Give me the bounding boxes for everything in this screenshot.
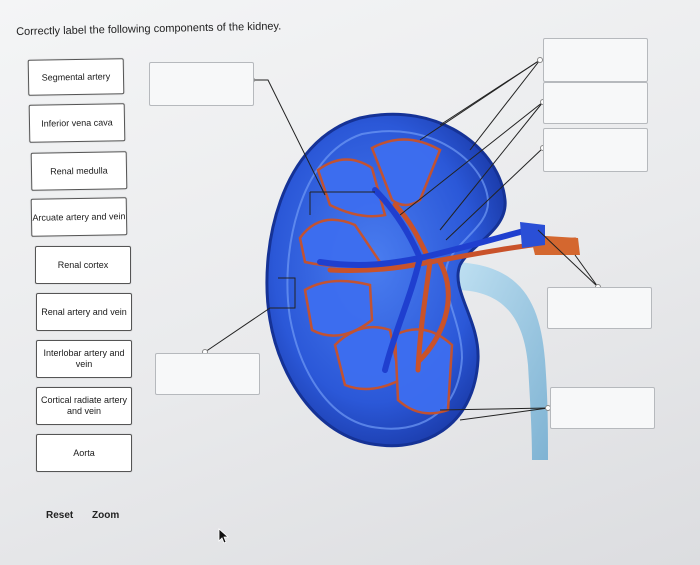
- reset-button[interactable]: Reset: [46, 510, 74, 521]
- drop-target-4[interactable]: [543, 128, 648, 172]
- leader-pin: [537, 57, 543, 63]
- drop-target-3[interactable]: [543, 82, 648, 124]
- drop-target-7[interactable]: [550, 387, 655, 429]
- renal-vein-vessels: [317, 187, 538, 373]
- label-inferior-vena-cava[interactable]: Inferior vena cava: [28, 103, 126, 143]
- label-renal-artery-vein[interactable]: Renal artery and vein: [36, 293, 132, 331]
- ureter: [455, 262, 548, 460]
- label-aorta[interactable]: Aorta: [36, 434, 132, 472]
- leader-lines: [204, 59, 599, 421]
- mouse-cursor-icon: [218, 528, 230, 544]
- drop-target-5[interactable]: [547, 287, 652, 329]
- label-renal-medulla[interactable]: Renal medulla: [30, 151, 128, 191]
- drop-target-2[interactable]: [543, 38, 648, 82]
- drop-target-1[interactable]: [149, 62, 254, 106]
- label-renal-cortex[interactable]: Renal cortex: [35, 246, 131, 284]
- label-interlobar-artery-vein[interactable]: Interlobar artery and vein: [36, 340, 132, 378]
- label-cortical-radiate[interactable]: Cortical radiate artery and vein: [36, 387, 132, 425]
- drop-target-6[interactable]: [155, 353, 260, 395]
- label-arcuate-artery-vein[interactable]: Arcuate artery and vein: [30, 197, 128, 237]
- zoom-button[interactable]: Zoom: [92, 510, 120, 521]
- label-segmental-artery[interactable]: Segmental artery: [27, 58, 125, 96]
